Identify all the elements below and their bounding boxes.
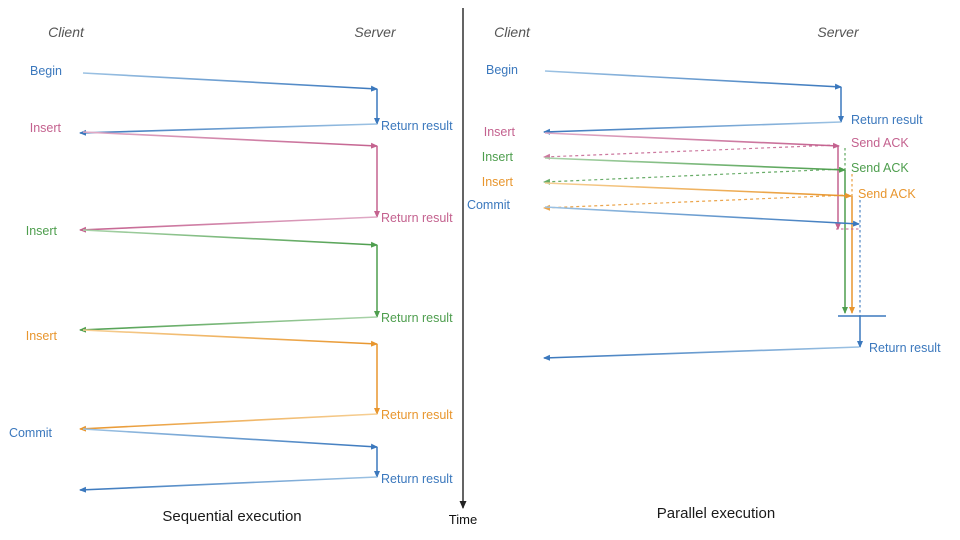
message-label-send-ack-3: Send ACK bbox=[851, 136, 909, 150]
client-role-label: Client bbox=[494, 24, 531, 40]
message-label-return-result-9: Return result bbox=[869, 341, 941, 355]
message-label-return-result-3: Return result bbox=[381, 211, 453, 225]
message-arrow-0 bbox=[544, 70, 842, 90]
message-label-commit-8: Commit bbox=[9, 426, 53, 440]
message-arrow-2 bbox=[82, 131, 378, 149]
message-arrow-5 bbox=[543, 168, 844, 185]
message-label-begin-0: Begin bbox=[486, 63, 518, 77]
message-label-commit-8: Commit bbox=[467, 198, 511, 212]
message-label-begin-0: Begin bbox=[30, 64, 62, 78]
message-label-return-result-1: Return result bbox=[851, 113, 923, 127]
message-arrow-2 bbox=[544, 132, 840, 149]
message-arrow-1 bbox=[79, 123, 378, 136]
message-arrow-3 bbox=[79, 216, 378, 233]
message-arrow-8 bbox=[544, 206, 860, 227]
message-label-send-ack-7: Send ACK bbox=[858, 187, 916, 201]
message-arrow-6 bbox=[544, 182, 852, 199]
panel-caption-parallel: Parallel execution bbox=[657, 505, 775, 522]
message-arrow-5 bbox=[79, 316, 378, 333]
message-arrow-9 bbox=[543, 346, 860, 361]
message-arrow-6 bbox=[82, 329, 378, 347]
message-arrow-0 bbox=[82, 72, 378, 92]
time-axis-label: Time bbox=[449, 512, 477, 527]
message-label-insert-4: Insert bbox=[482, 150, 514, 164]
message-arrow-4 bbox=[544, 157, 846, 173]
message-label-return-result-1: Return result bbox=[381, 119, 453, 133]
client-role-label: Client bbox=[48, 24, 85, 40]
time-axis-group: Time bbox=[449, 8, 477, 527]
message-label-insert-2: Insert bbox=[30, 121, 62, 135]
message-arrow-3 bbox=[543, 144, 837, 160]
message-arrow-4 bbox=[82, 229, 378, 248]
panel-caption-sequential: Sequential execution bbox=[162, 508, 301, 525]
message-arrow-9 bbox=[79, 476, 378, 493]
message-arrow-1 bbox=[543, 121, 842, 135]
message-label-return-result-5: Return result bbox=[381, 311, 453, 325]
message-label-insert-6: Insert bbox=[482, 175, 514, 189]
message-label-return-result-9: Return result bbox=[381, 472, 453, 486]
message-label-send-ack-5: Send ACK bbox=[851, 161, 909, 175]
message-arrow-8 bbox=[82, 428, 378, 450]
message-arrow-7 bbox=[79, 413, 378, 432]
message-label-insert-4: Insert bbox=[26, 224, 58, 238]
message-label-return-result-7: Return result bbox=[381, 408, 453, 422]
message-label-insert-6: Insert bbox=[26, 329, 58, 343]
message-label-insert-2: Insert bbox=[484, 125, 516, 139]
message-arrow-7 bbox=[543, 194, 850, 211]
server-role-label: Server bbox=[354, 24, 397, 40]
server-role-label: Server bbox=[817, 24, 860, 40]
